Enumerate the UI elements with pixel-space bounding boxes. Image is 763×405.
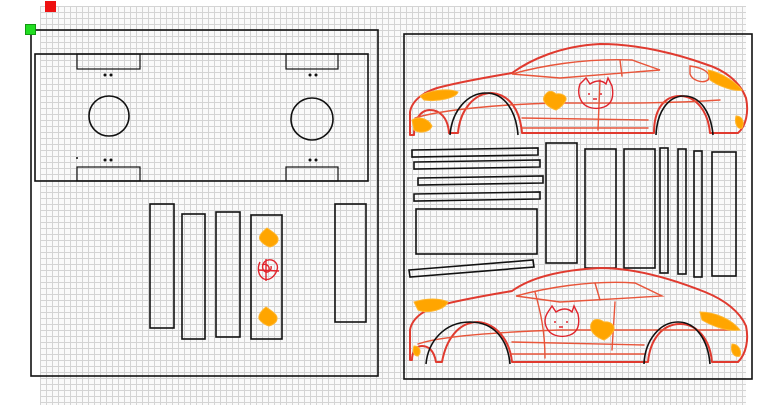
chassis-plate[interactable] [34, 53, 369, 182]
strip-2[interactable] [181, 213, 206, 340]
right-panel[interactable] [403, 33, 753, 380]
strip-1[interactable] [149, 203, 175, 329]
wheel-right[interactable] [290, 97, 334, 141]
columns[interactable] [545, 142, 737, 278]
car-body-bottom[interactable] [409, 267, 749, 365]
left-panel-border[interactable] [30, 29, 379, 377]
slats[interactable] [408, 147, 544, 278]
car-light [411, 117, 433, 133]
car-light [413, 298, 449, 313]
strip-3[interactable] [215, 211, 241, 338]
tab-bottom-right[interactable] [285, 166, 339, 182]
car-light [412, 345, 421, 357]
move-handle[interactable] [25, 24, 36, 35]
tab-top-left[interactable] [76, 53, 141, 70]
car-light [419, 89, 459, 101]
car-light [707, 69, 743, 91]
heart-sticker[interactable] [543, 90, 567, 111]
heart-sticker[interactable] [258, 306, 278, 327]
cat-doodle[interactable] [544, 304, 580, 338]
heart-sticker[interactable] [259, 227, 279, 248]
car-light [699, 311, 741, 331]
right-panel-border[interactable] [403, 33, 753, 380]
car-light [731, 343, 741, 357]
tab-top-right[interactable] [285, 53, 339, 70]
strip-5[interactable] [334, 203, 367, 323]
cat-doodle[interactable] [577, 76, 614, 110]
car-body-top[interactable] [409, 43, 749, 136]
rotate-handle[interactable] [45, 1, 56, 12]
tab-bottom-left[interactable] [76, 166, 141, 182]
red-doodle[interactable] [257, 259, 280, 281]
heart-sticker[interactable] [590, 318, 615, 341]
pin-dots [76, 73, 318, 162]
car-light [735, 115, 744, 129]
decorated-strip[interactable] [250, 214, 283, 340]
left-panel[interactable] [30, 29, 379, 377]
wheel-left[interactable] [88, 95, 130, 137]
